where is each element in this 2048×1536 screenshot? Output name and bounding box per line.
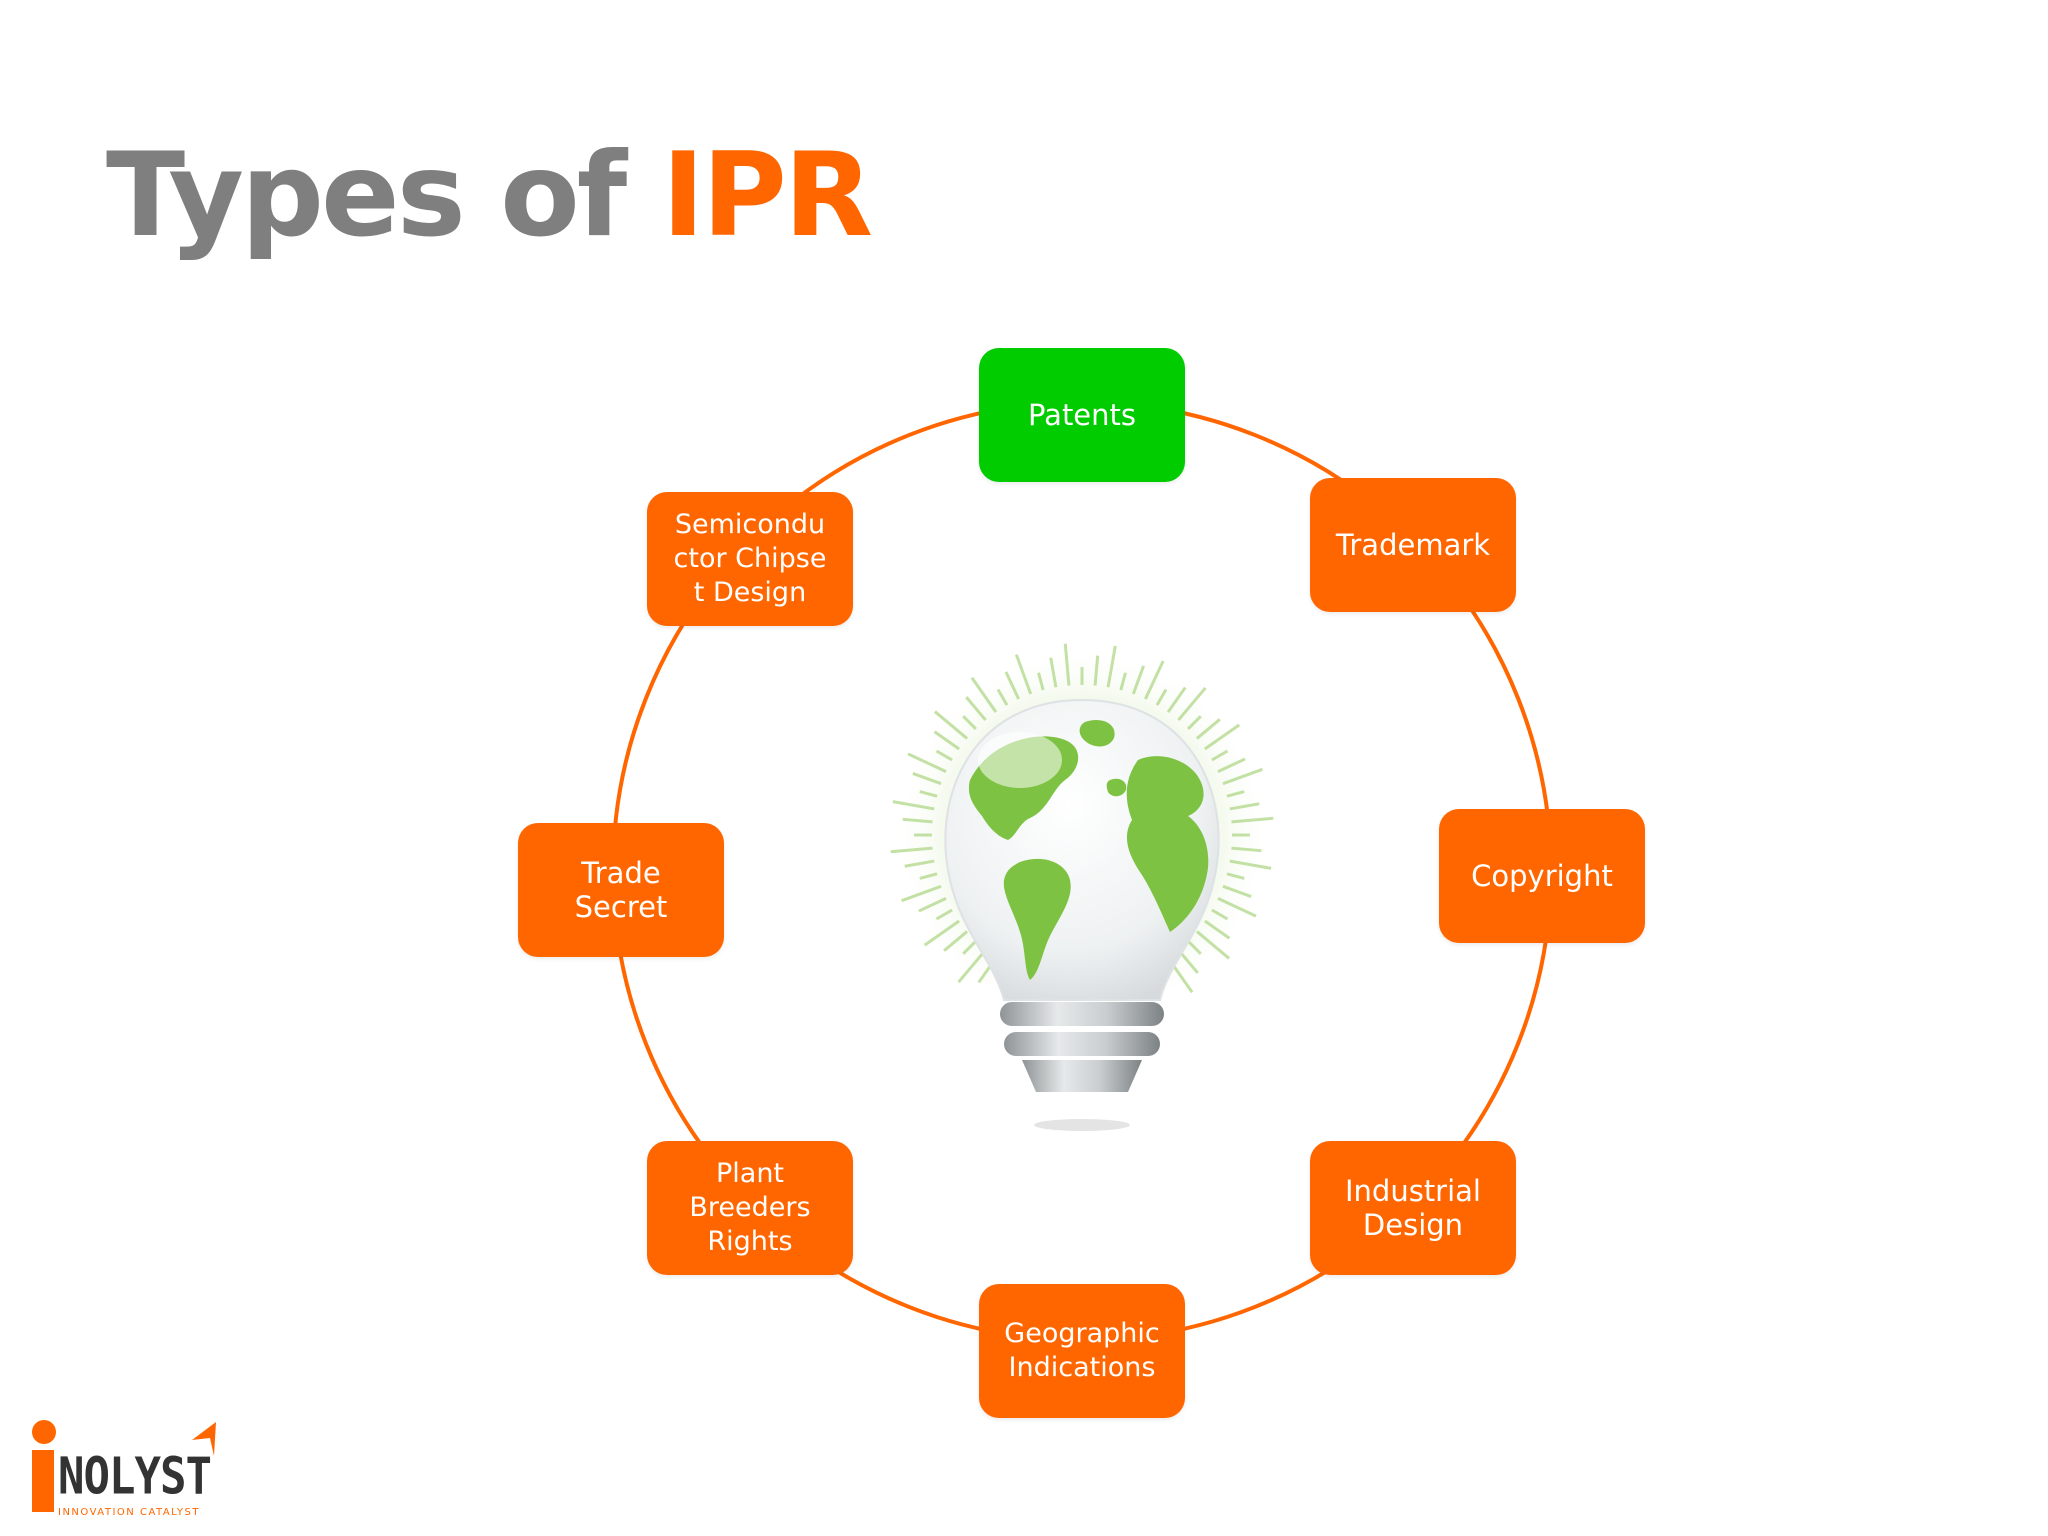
node-label: Plant Breeders Rights [689,1158,811,1257]
glow-ray [901,884,942,903]
node-trade-secret[interactable]: Trade Secret [518,823,724,957]
glow-ray [1211,749,1229,762]
glow-ray [1177,686,1207,722]
glow-ray [1014,654,1033,695]
glow-ray [1049,657,1058,688]
glow-ray [919,790,938,798]
glow-ray [918,897,947,913]
logo-mark-icon [32,1420,216,1512]
glow-ray [957,948,987,984]
glow-ray [1226,872,1245,880]
glow-ray [1204,723,1241,751]
lightbulb-globe-icon [890,643,1274,1131]
node-label: Semiconductor Chipset Design [673,509,827,608]
glow-ray [907,752,947,773]
glow-ray [1195,718,1221,740]
glow-ray [970,676,998,713]
logo-name: NOLYST [58,1447,212,1507]
page-title: Types of IPR [106,138,873,254]
glow-ray [912,772,942,786]
logo-tagline: INNOVATION CATALYST [58,1507,200,1518]
glow-ray [1004,671,1020,700]
node-industrial-design[interactable]: Industrial Design [1310,1141,1516,1275]
node-copyright[interactable]: Copyright [1439,809,1645,943]
glow-ray [1063,643,1071,686]
glow-ray [892,800,935,811]
glow-ray [1229,859,1272,870]
glow-ray [904,859,935,868]
glow-ray [1226,790,1245,798]
glow-ray [1222,884,1252,898]
glow-ray [1106,645,1117,688]
glow-ray [1231,816,1274,824]
node-label: Patents [1027,398,1137,432]
glow-ray [1231,846,1262,853]
glow-ray [1187,940,1202,955]
node-label: Trademark [1335,528,1491,562]
glow-ray [1211,908,1229,921]
glow-ray [1217,757,1246,773]
glow-ray [1229,802,1260,811]
glow-ray [1222,767,1263,786]
glow-ray [1144,660,1165,700]
glow-ray [935,749,953,762]
inolyst-logo: NOLYST INNOVATION CATALYST [24,1412,234,1522]
node-label: Industrial Design [1344,1174,1481,1242]
glow-ray [1119,672,1127,691]
node-geographic-indications[interactable]: Geographic Indications [979,1284,1185,1418]
glow-ray [1131,665,1145,695]
node-trademark[interactable]: Trademark [1310,478,1516,612]
glow-ray [935,908,953,921]
glow-ray [943,930,969,952]
node-patents[interactable]: Patents [979,348,1185,482]
glow-ray [933,710,969,740]
node-plant-breeders-rights[interactable]: Plant Breeders Rights [647,1141,853,1275]
glow-ray [1195,930,1231,960]
glow-ray [962,715,977,730]
glow-ray [923,919,960,947]
glow-ray [1204,919,1231,940]
node-label: Copyright [1471,859,1613,893]
glow-ray [1166,686,1187,713]
glow-ray [1187,715,1202,730]
glow-ray [919,872,938,880]
title-accent: IPR [661,128,873,263]
glow-ray [902,817,933,824]
glow-ray [933,730,960,751]
glow-ray [890,846,933,854]
glow-ray [1093,655,1100,686]
glow-ray [996,688,1009,706]
glow-ray [965,696,987,722]
bulb-base [1000,1002,1164,1131]
node-label: Geographic Indications [1004,1318,1160,1383]
node-label: Trade Secret [574,856,668,924]
glow-ray [1217,897,1257,918]
glow-ray [1155,688,1168,706]
glow-ray [962,940,977,955]
node-semiconductor-chipset-design[interactable]: Semiconductor Chipset Design [647,492,853,626]
glow-ray [1037,672,1045,691]
title-main: Types of [106,128,662,263]
